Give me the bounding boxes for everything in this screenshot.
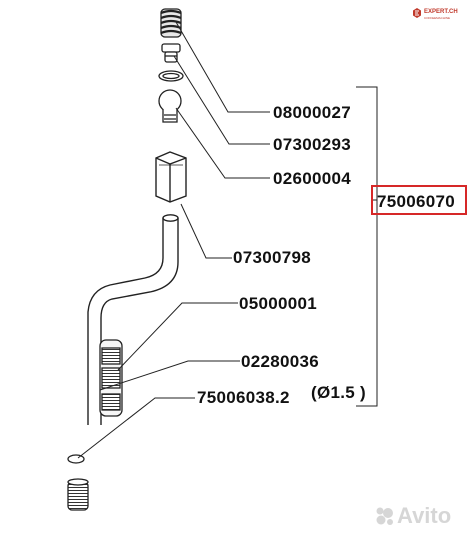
o-ring-part [158, 70, 184, 82]
watermark-icon [376, 507, 393, 525]
valve-seat-part [161, 43, 181, 63]
assembly-bracket [356, 86, 378, 407]
watermark-text: Avito [397, 503, 452, 528]
brand-logo-subtext: COFFEEMACHINE [424, 16, 451, 20]
part-number-label: 02280036 [241, 352, 319, 371]
assembly-highlight-box [371, 185, 467, 215]
nozzle-part [67, 478, 89, 511]
part-number-label: 08000027 [273, 103, 351, 122]
hex-nut-part [155, 151, 187, 203]
part-number-label: 07300293 [273, 135, 351, 154]
assembly-number-label: 75006070 [377, 192, 455, 211]
part-number-label: 02600004 [273, 169, 351, 188]
bent-tube-part [87, 214, 179, 425]
small-ring-part [67, 454, 85, 464]
part-number-label: 07300798 [233, 248, 311, 267]
brand-logo-icon [413, 8, 421, 18]
spring-part [160, 8, 182, 38]
part-number-label: 05000001 [239, 294, 317, 313]
connector-part [99, 339, 123, 417]
part-number-label: 75006038.2 [197, 388, 290, 407]
ball-valve-part [158, 89, 182, 123]
leader-lines [77, 21, 270, 459]
brand-logo-text: EXPERT.CH [424, 9, 458, 15]
diameter-note: (Ø1.5 ) [311, 383, 366, 402]
